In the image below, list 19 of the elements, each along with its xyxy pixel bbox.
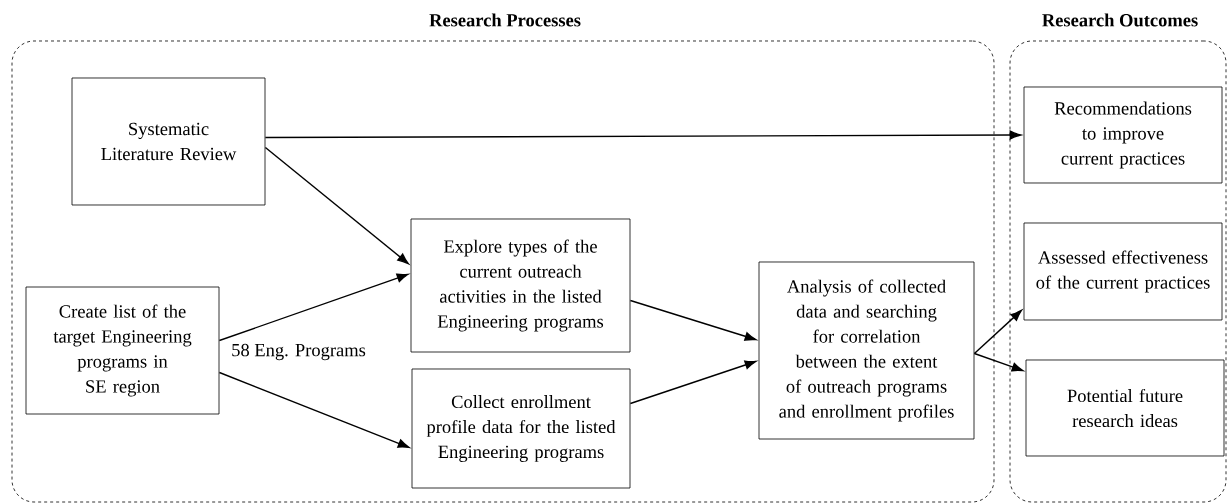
process-box: Collect enrollment profile data for the listed Engineering programs [411, 368, 631, 489]
group-heading: Research Processes [429, 13, 581, 27]
process-box: Recommendations to improve current practices [1023, 86, 1223, 184]
process-box: Analysis of collected data and searching for correlation between the extent of outreach programs and enrollment profiles [758, 261, 975, 440]
arrow [264, 130, 1022, 140]
arrow [218, 273, 409, 342]
process-box: Explore types of the current outreach activities in the listed Engineering programs [410, 218, 631, 353]
process-box: Assessed effectiveness of the current practices [1023, 222, 1223, 321]
arrow [973, 309, 1023, 355]
arrow [629, 360, 757, 405]
flow-label: 58 Eng. Programs [232, 343, 366, 361]
group-heading: Research Outcomes [1042, 13, 1198, 27]
process-box: Create list of the target Engineering programs in SE region [25, 286, 220, 415]
process-box: Potential future research ideas [1025, 359, 1225, 457]
arrow [218, 371, 410, 449]
arrow [264, 146, 409, 265]
process-box: Systematic Literature Review [71, 77, 266, 206]
arrow [629, 299, 757, 341]
arrow [973, 352, 1024, 372]
